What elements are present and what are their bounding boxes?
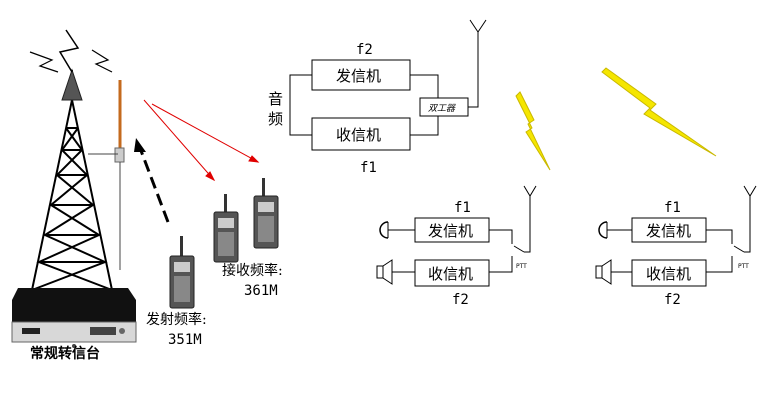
handset-left-tx-freq: f1: [454, 200, 471, 216]
duplexer-label: 双工器: [428, 103, 456, 114]
repeater-tx-unit: 发信机: [336, 67, 381, 85]
radio-tower: [31, 70, 113, 291]
repeater-tx-freq: f2: [356, 42, 373, 58]
repeater-audio-label-1: 音: [268, 90, 283, 108]
repeater-rx-freq: f1: [360, 160, 377, 176]
handset-right-tx-unit: 发信机: [646, 222, 691, 240]
walkie-talkie-receive-1: [213, 194, 239, 263]
handset-right-rx-freq: f2: [664, 292, 681, 308]
tx-frequency-value: 351M: [168, 332, 202, 348]
walkie-talkie-transmit: [169, 236, 195, 309]
tx-frequency-label: 发射频率:: [146, 311, 207, 328]
handset-diagram-left: [376, 185, 537, 287]
repeater-block-diagram: [289, 19, 487, 151]
repeater-audio-label-2: 频: [268, 110, 283, 128]
rx-frequency-value: 361M: [244, 283, 278, 299]
tower-spark-icon: [58, 29, 80, 73]
repeater-rx-unit: 收信机: [336, 126, 381, 144]
repeater-unit: [11, 288, 137, 348]
lightning-bolt-icon: [515, 91, 551, 171]
tower-top-icon: [61, 68, 83, 101]
handset-right-tx-freq: f1: [664, 200, 681, 216]
station-label: 常规转信台: [30, 345, 100, 362]
uplink-signal: [138, 147, 170, 223]
handset-diagram-right: [595, 185, 757, 287]
handset-left-rx-unit: 收信机: [428, 265, 473, 283]
rx-frequency-label: 接收频率:: [222, 262, 283, 279]
lightning-bolt-icon: [601, 67, 717, 157]
handset-left-ptt: PTT: [516, 263, 527, 270]
walkie-talkie-receive-2: [253, 178, 279, 249]
handset-left-tx-unit: 发信机: [428, 222, 473, 240]
handset-right-ptt: PTT: [738, 263, 749, 270]
handset-left-rx-freq: f2: [452, 292, 469, 308]
downlink-signals: [143, 99, 260, 182]
handset-right-rx-unit: 收信机: [646, 265, 691, 283]
